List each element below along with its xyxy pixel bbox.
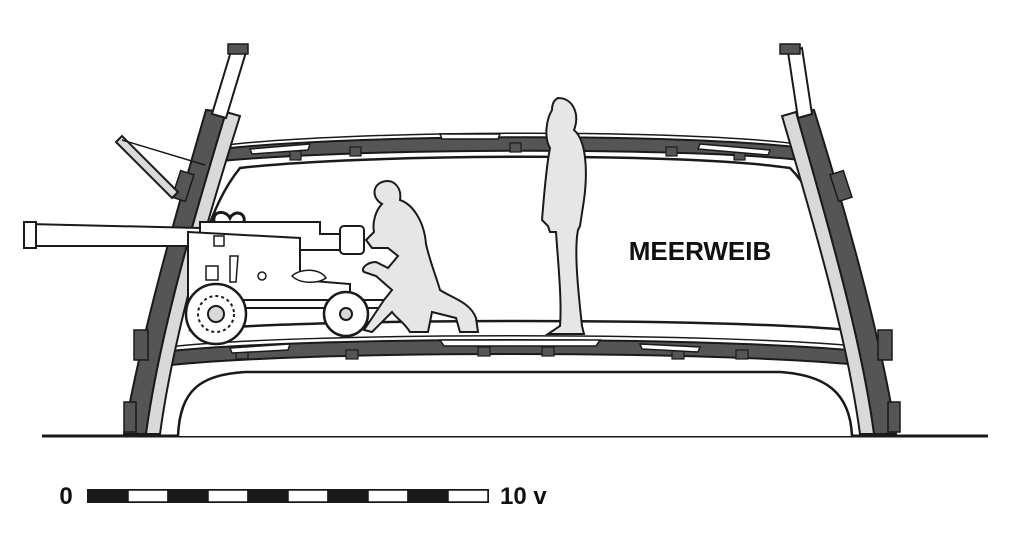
upper-deck-planking [217,132,813,147]
upper-deck-hatches [248,133,772,156]
starboard-hull-frame-inner [780,110,876,435]
port-stanchion-cap [227,43,249,55]
gunport-lid-rope [121,139,206,166]
scale-segment [207,489,249,503]
ship-name-label: MEERWEIB [629,236,772,266]
gunport-lid [114,134,180,200]
scale-start-label: 0 [59,483,72,510]
scale-end-label: 10 v [500,483,547,510]
cannon-muzzle [23,221,37,249]
cannon-wheel-front [184,282,248,346]
port-stanchion [210,46,248,120]
carriage-fittings [205,235,327,283]
scale-bar: 0 10 v [59,483,547,510]
cannon-cascabel [339,225,365,255]
upper-deck-knees [289,142,746,161]
kneeling-gunner-figure [362,180,480,334]
cannon-wheel-rear [322,290,370,338]
starboard-stanchion [786,46,814,120]
cannon-barrel [27,222,201,247]
scale-bar-segments [87,489,489,503]
scale-segment [367,489,409,503]
cannon-dolphin [212,211,246,223]
starboard-stanchion-cap [779,43,801,55]
lower-deck-hatches [228,339,702,354]
scale-segment [447,489,489,503]
scale-segment [87,489,129,503]
scale-segment [327,489,369,503]
starboard-wales [829,169,901,433]
cannon [23,211,391,346]
lower-deck-planking [167,335,867,348]
scale-segment [287,489,329,503]
scale-segment [127,489,169,503]
standing-figure [540,96,587,335]
lower-hold-outline [176,370,854,437]
scale-segment [247,489,289,503]
scale-segment [407,489,449,503]
scale-segment [167,489,209,503]
